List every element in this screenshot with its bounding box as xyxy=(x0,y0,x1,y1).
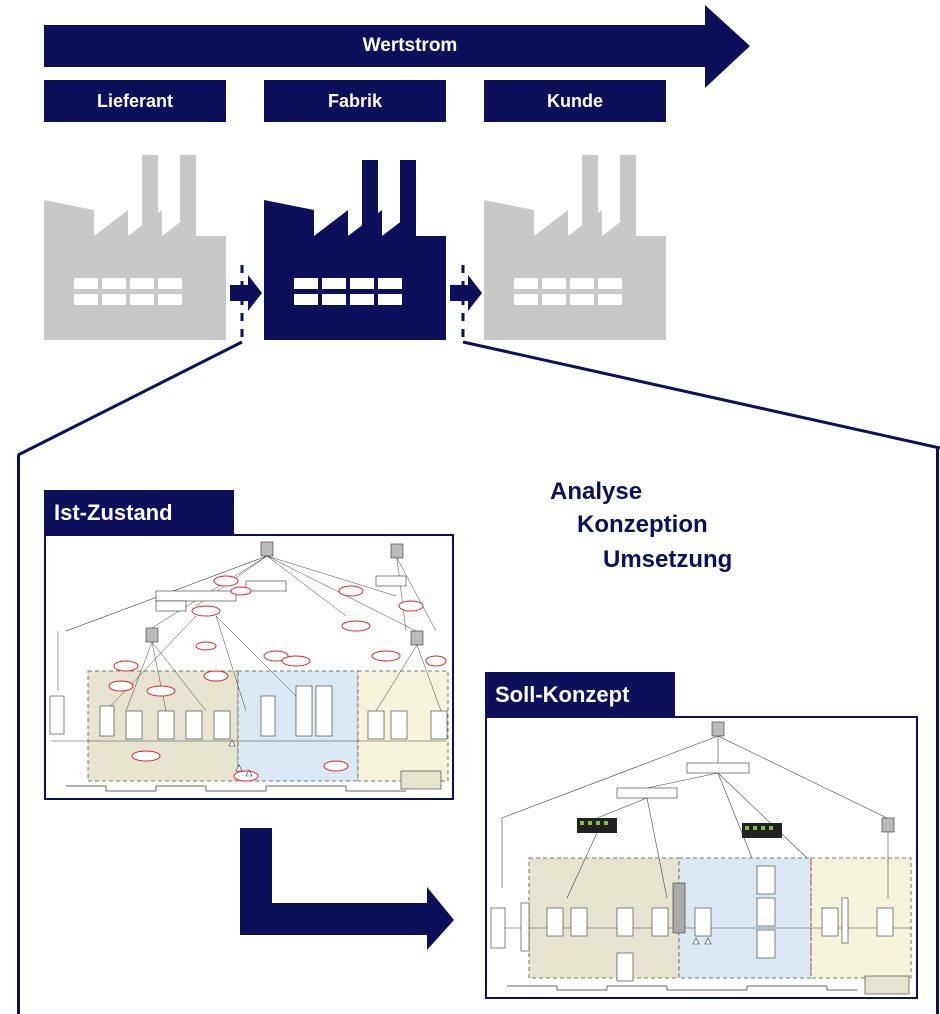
factory-row xyxy=(17,155,940,457)
value-stream-arrow xyxy=(44,5,750,88)
target-concept-map xyxy=(485,716,918,999)
target-concept-label: Soll-Konzept xyxy=(485,672,675,717)
step-implementation: Umsetzung xyxy=(603,546,733,573)
flow-arrow-icon-1 xyxy=(230,275,262,311)
current-state-map xyxy=(44,534,454,800)
current-state-label: Ist-Zustand xyxy=(44,490,234,535)
detail-frame-left xyxy=(17,455,20,1014)
flow-arrow-icon-2 xyxy=(450,275,482,311)
stage-label-customer: Kunde xyxy=(484,80,666,122)
step-analysis: Analyse xyxy=(550,478,643,505)
stage-label-supplier: Lieferant xyxy=(44,80,226,122)
step-concept: Konzeption xyxy=(577,511,708,538)
stage-label-factory: Fabrik xyxy=(264,80,446,122)
detail-frame-right xyxy=(936,448,939,1014)
value-stream-label: Wertstrom xyxy=(362,35,458,56)
